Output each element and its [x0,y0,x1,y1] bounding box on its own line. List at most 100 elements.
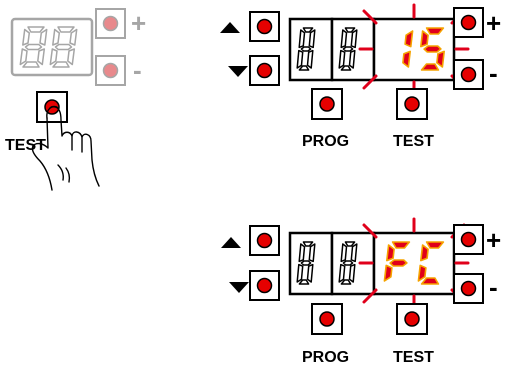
plus-button[interactable] [453,7,484,38]
segment-a [344,27,356,33]
segment-b [39,28,48,46]
segment-g [389,259,408,267]
segment-f [385,244,395,262]
display-left-digits [19,26,78,68]
minus-button[interactable] [453,59,484,90]
pointing-hand-icon [31,105,100,191]
display-top-right-digits [402,27,446,71]
segment-b [308,29,316,49]
segment-f [22,28,31,46]
segment-g [24,43,43,51]
segment-b [69,28,78,46]
display-top-right-text: 15 [0,0,2,1]
prog-led [319,96,335,112]
segment-e [296,263,304,283]
segment-e [338,49,346,69]
segment-f [298,29,306,49]
down-button[interactable] [249,55,280,86]
down-led [256,62,273,79]
segment-g [54,43,73,51]
segment-c [402,50,412,68]
plus-led [460,14,477,31]
segment-a [57,26,75,33]
segment-f [419,30,429,48]
segment-e [417,264,427,282]
segment-g [342,260,354,266]
blink-ray [362,9,378,25]
up-button[interactable] [249,225,280,256]
segment-d [420,63,440,71]
segment-g [342,46,354,52]
panel-left: 88 + - TEST [0,0,146,191]
triangle-down-icon [228,66,248,77]
segment-a [302,27,314,33]
segment-e [19,48,28,66]
display-bottom-left-digits [296,241,358,285]
blink-ray [362,74,378,90]
segment-e [296,49,304,69]
segment-f [340,29,348,49]
display-bottom-right-digits [383,241,445,285]
plus-label: + [486,8,501,38]
segment-e [383,264,393,282]
segment-f [419,244,429,262]
segment-a [27,26,45,33]
prog-label: PROG [302,133,349,150]
minus-label: - [489,58,498,88]
triangle-up-icon [221,237,241,248]
blink-ray [362,223,378,239]
panel-top: 88 15 + - PROG TEST [0,0,501,150]
segment-g [300,46,312,52]
blink-ray [362,288,378,304]
up-led [256,232,273,249]
up-button[interactable] [249,11,280,42]
segment-c [37,48,46,66]
test-label: TEST [5,137,46,154]
segment-c [436,50,446,68]
segment-b [350,29,358,49]
segment-b [350,243,358,263]
minus-led [102,62,119,79]
segment-e [49,48,58,66]
segment-g [300,260,312,266]
display-top-left-digits [296,27,358,71]
minus-label: - [133,55,142,85]
segment-c [348,263,356,283]
display-bottom-left-text: 88 [0,0,2,1]
segment-d [298,65,310,71]
segment-c [306,263,314,283]
up-led [256,18,273,35]
test-led [404,96,420,112]
minus-led [460,280,477,297]
test-label: TEST [393,349,434,366]
display-bottom-right-text: FC [0,0,2,1]
segment-f [52,28,61,46]
segment-c [306,49,314,69]
prog-label: PROG [302,349,349,366]
segment-f [340,243,348,263]
segment-d [52,61,70,68]
segment-a [302,241,314,247]
prog-led [319,311,335,327]
plus-led [460,231,477,248]
segment-a [425,27,445,35]
down-led [256,277,273,294]
segment-a [425,241,445,249]
segment-c [348,49,356,69]
segment-a [391,241,411,249]
segment-c [67,48,76,66]
plus-led [102,15,119,32]
segment-g [423,45,442,53]
segment-b [308,243,316,263]
segment-a [344,241,356,247]
display-left-text: 88 [0,0,2,1]
plus-label: + [131,8,146,38]
segment-e [338,263,346,283]
test-label: TEST [393,133,434,150]
segment-f [298,243,306,263]
test-button[interactable] [396,88,428,120]
test-led [404,311,420,327]
triangle-up-icon [220,22,240,33]
minus-label: - [489,272,498,302]
segment-b [404,30,414,48]
